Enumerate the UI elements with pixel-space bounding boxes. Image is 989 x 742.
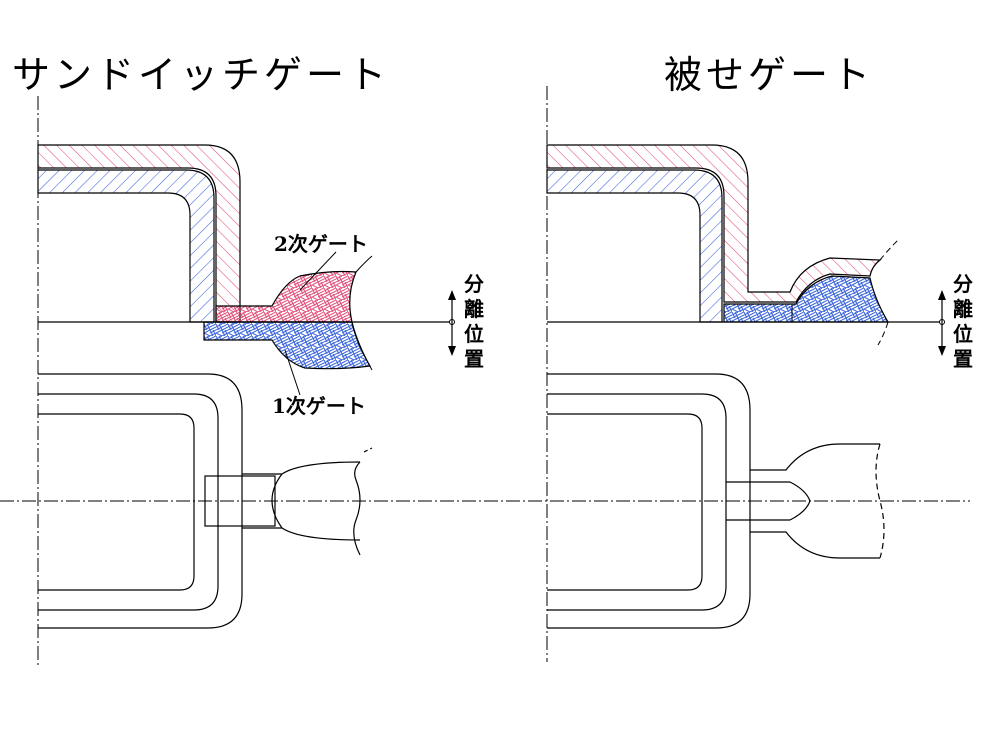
secondary-gate-label: 2次ゲート (274, 232, 368, 256)
parting-char: 位 (464, 322, 484, 346)
right-parting-line-label: 分 離 位 置 (951, 272, 975, 372)
parting-char: 離 (953, 297, 973, 321)
left-primary-runner (203, 321, 371, 370)
parting-char: 置 (464, 347, 484, 371)
right-primary-runner (723, 275, 890, 323)
leader-gate1 (284, 349, 301, 396)
parting-char: 分 (953, 272, 973, 296)
left-secondary-runner (215, 270, 357, 323)
right-primary-core (546, 169, 723, 323)
left-runner-break (351, 255, 373, 371)
parting-char: 位 (953, 322, 973, 346)
right-runner-break (877, 237, 901, 346)
left-parting-line-label: 分 離 位 置 (462, 272, 486, 372)
parting-char: 離 (464, 297, 484, 321)
right-secondary-skin (546, 144, 882, 303)
leader-gate2 (299, 251, 337, 291)
parting-char: 置 (953, 347, 973, 371)
primary-gate-label: 1次ゲート (272, 394, 366, 418)
overlay-gate-title: 被せゲート (664, 53, 875, 97)
right-plan-view (547, 373, 885, 629)
sandwich-gate-title: サンドイッチゲート (12, 53, 391, 97)
left-primary-core (37, 169, 215, 323)
parting-char: 分 (464, 272, 484, 296)
right-panel-section-view (546, 86, 946, 662)
left-panel-section-view (37, 96, 456, 668)
